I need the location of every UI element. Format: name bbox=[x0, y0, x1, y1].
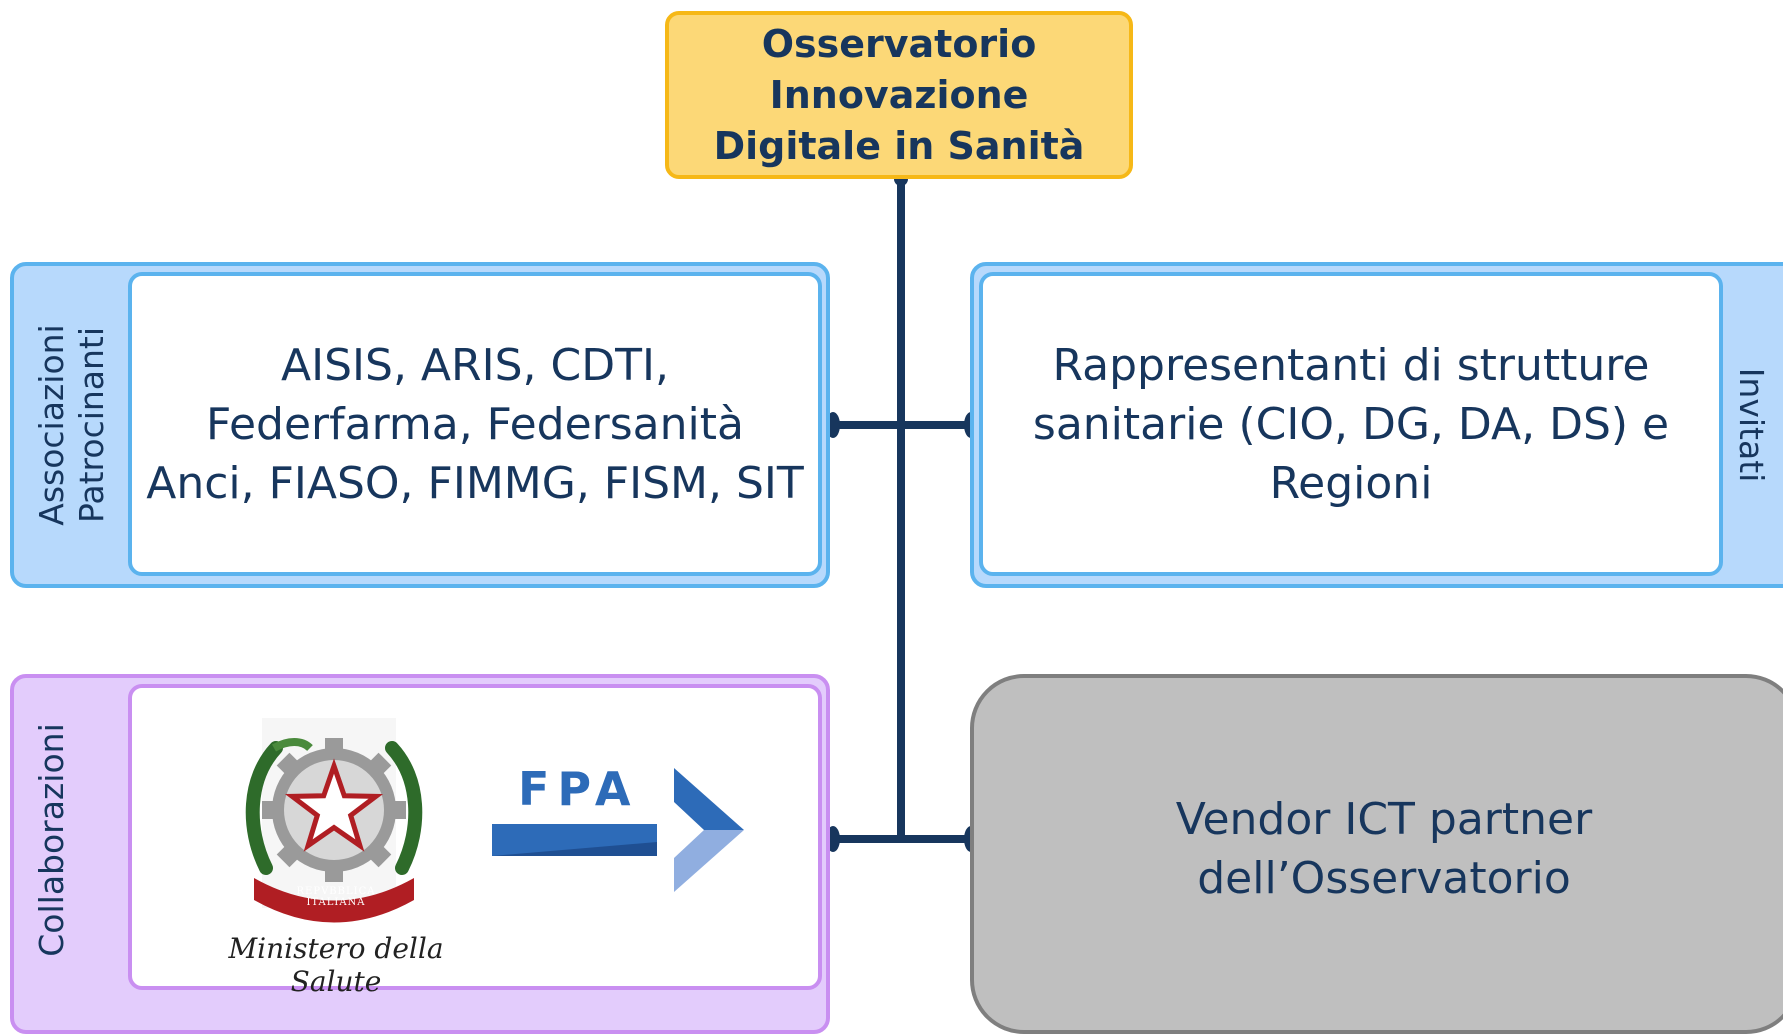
osservatorio-box: Osservatorio Innovazione Digitale in San… bbox=[665, 11, 1133, 179]
osservatorio-title-line: Digitale in Sanità bbox=[713, 123, 1085, 168]
fpa-arrow-icon bbox=[492, 768, 744, 892]
emblem-ribbon-text: REPVBBLICA ITALIANA bbox=[296, 886, 376, 908]
associazioni-box: AISIS, ARIS, CDTI, Federfarma, Federsani… bbox=[128, 272, 822, 576]
fpa-logo-text: FPA bbox=[518, 762, 639, 816]
invitati-side-label: Invitati bbox=[1732, 367, 1771, 483]
invitati-line: Rappresentanti di strutture bbox=[1052, 339, 1650, 391]
connector-lower-horizontal bbox=[830, 835, 973, 843]
collaborazioni-side-label: Collaborazioni bbox=[32, 723, 71, 957]
vendor-line: Vendor ICT partner bbox=[1175, 794, 1593, 845]
invitati-box: Rappresentanti di strutture sanitarie (C… bbox=[979, 272, 1723, 576]
connector-upper-horizontal bbox=[830, 421, 973, 429]
ministero-caption: Ministero della Salute bbox=[228, 932, 444, 998]
associazioni-line: AISIS, ARIS, CDTI, bbox=[281, 339, 669, 391]
connector-vertical bbox=[897, 179, 905, 843]
invitati-line: sanitarie (CIO, DG, DA, DS) e bbox=[1032, 398, 1670, 450]
osservatorio-title-line: Innovazione bbox=[769, 72, 1029, 117]
associazioni-side-label: Associazioni Patrocinanti bbox=[32, 324, 111, 526]
fpa-logo: FPA bbox=[492, 762, 762, 908]
ministero-logo: REPVBBLICA ITALIANA Ministero della Salu… bbox=[206, 718, 466, 998]
invitati-line: Regioni bbox=[1269, 457, 1433, 509]
associazioni-line: Anci, FIASO, FIMMG, FISM, SIT bbox=[146, 457, 804, 509]
italian-emblem-icon bbox=[245, 718, 423, 923]
osservatorio-title-line: Osservatorio bbox=[761, 21, 1037, 66]
vendor-box: Vendor ICT partner dell’Osservatorio bbox=[970, 674, 1783, 1034]
associazioni-line: Federfarma, Federsanità bbox=[206, 398, 744, 450]
collaborazioni-box: REPVBBLICA ITALIANA Ministero della Salu… bbox=[128, 684, 822, 998]
vendor-line: dell’Osservatorio bbox=[1197, 853, 1571, 904]
